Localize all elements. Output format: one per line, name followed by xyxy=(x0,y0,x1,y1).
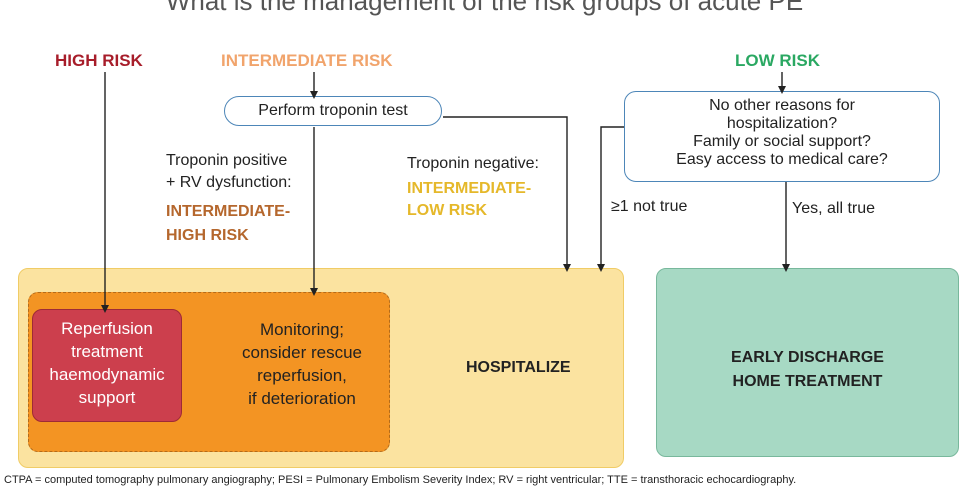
troponin-test-node: Perform troponin test xyxy=(224,96,442,126)
not-true-label: ≥1 not true xyxy=(611,198,688,215)
criteria-line-1: No other reasons for xyxy=(709,97,855,114)
discharge-line-1: EARLY DISCHARGE xyxy=(731,349,884,366)
criteria-line-3: Family or social support? xyxy=(693,133,871,150)
footnote: CTPA = computed tomography pulmonary ang… xyxy=(4,474,797,486)
low-risk-criteria-node: No other reasons for hospitalization? Fa… xyxy=(624,91,940,182)
reperfusion-line-2: treatment xyxy=(71,342,143,361)
discharge-line-2: HOME TREATMENT xyxy=(732,373,883,390)
monitoring-text: Monitoring; consider rescue reperfusion,… xyxy=(214,318,390,410)
intermediate-low-risk-line-1: INTERMEDIATE- xyxy=(407,180,532,197)
criteria-line-2: hospitalization? xyxy=(726,115,838,132)
troponin-negative-text: Troponin negative: INTERMEDIATE- LOW RIS… xyxy=(407,153,539,222)
reperfusion-line-1: Reperfusion xyxy=(61,319,153,338)
high-risk-label: HIGH RISK xyxy=(55,51,143,70)
troponin-positive-line-1: Troponin positive xyxy=(166,152,288,169)
cropped-header-text: What is the management of the risk group… xyxy=(165,0,804,16)
arrow-not-true-to-hospitalize xyxy=(597,126,624,272)
discharge-label: EARLY DISCHARGE HOME TREATMENT xyxy=(656,346,959,394)
arrow-troponin-negative-to-hospitalize xyxy=(443,116,571,272)
troponin-test-text: Perform troponin test xyxy=(258,102,408,119)
intermediate-high-risk-line-1: INTERMEDIATE- xyxy=(166,203,291,220)
reperfusion-line-4: support xyxy=(78,388,136,407)
discharge-zone xyxy=(656,268,959,457)
monitoring-line-2: consider rescue xyxy=(241,343,362,362)
troponin-positive-text: Troponin positive + RV dysfunction: INTE… xyxy=(166,150,292,247)
hospitalize-label: HOSPITALIZE xyxy=(466,359,571,376)
reperfusion-line-3: haemodynamic xyxy=(49,365,165,384)
troponin-positive-line-2: + RV dysfunction: xyxy=(166,174,292,191)
criteria-line-4: Easy access to medical care? xyxy=(676,151,888,168)
low-risk-label: LOW RISK xyxy=(735,51,820,70)
monitoring-line-4: if deterioration xyxy=(248,389,356,408)
monitoring-line-3: reperfusion, xyxy=(257,366,347,385)
monitoring-line-1: Monitoring; xyxy=(259,320,345,339)
all-true-label: Yes, all true xyxy=(792,200,876,217)
intermediate-low-risk-line-2: LOW RISK xyxy=(407,202,487,219)
troponin-negative-line-1: Troponin negative: xyxy=(407,155,539,172)
intermediate-risk-label: INTERMEDIATE RISK xyxy=(221,51,393,70)
intermediate-high-risk-line-2: HIGH RISK xyxy=(166,227,249,244)
